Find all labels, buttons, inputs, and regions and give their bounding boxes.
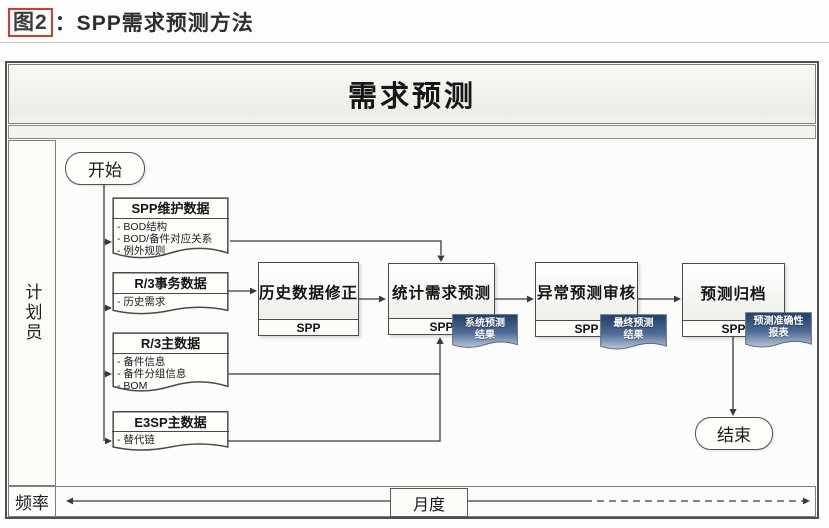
figure-title-text: ：SPP需求预测方法: [54, 12, 254, 35]
process-system-tag: SPP: [259, 319, 358, 335]
process-history-correction: 历史数据修正 SPP: [258, 262, 359, 336]
data-doc-r3-transaction: R/3事务数据 - 历史需求: [112, 272, 229, 320]
output-doc-text: 报表: [768, 327, 789, 339]
data-doc-r3-master: R/3主数据 - 备件信息 - 备件分组信息 - BOM: [112, 332, 229, 400]
doc-title: E3SP主数据: [112, 411, 229, 432]
doc-bullet: - 备件分组信息: [117, 368, 187, 380]
document-shape: [452, 314, 518, 354]
document-shape: [600, 314, 667, 356]
doc-bullet: - BOD/备件对应关系: [117, 233, 213, 245]
end-node: 结束: [695, 417, 773, 450]
doc-title: R/3主数据: [112, 332, 229, 354]
document-shape: [112, 332, 229, 400]
process-label: 统计需求预测: [391, 284, 491, 302]
process-label: 历史数据修正: [259, 284, 359, 302]
data-doc-spp-maintenance: SPP维护数据 - BOD结构 - BOD/备件对应关系 - 例外规则: [112, 197, 229, 267]
doc-bullet: - 例外规则: [117, 245, 166, 257]
diagram-header: 需求预测: [8, 64, 816, 124]
output-doc-text: 最终预测: [613, 318, 654, 329]
start-node: 开始: [65, 152, 145, 185]
doc-title: SPP维护数据: [112, 197, 229, 219]
swimlane-frequency-label: 频率: [9, 487, 56, 516]
frequency-value-box: 月度: [390, 488, 468, 517]
process-label: 异常预测审核: [536, 285, 636, 302]
doc-bullet: - 备件信息: [117, 356, 166, 368]
doc-bullet: - 历史需求: [117, 296, 166, 308]
header-subrow: [8, 125, 816, 139]
data-doc-e3sp-master: E3SP主数据 - 替代链: [112, 411, 229, 456]
document-shape: [745, 312, 812, 354]
swimlane-planner-label: 计划员: [8, 140, 56, 486]
output-doc-text: 预测准确性: [753, 316, 804, 327]
document-shape: [112, 197, 229, 267]
doc-title: R/3事务数据: [112, 272, 229, 294]
title-divider: [0, 42, 829, 43]
document-shape: [112, 411, 229, 456]
doc-bullet: - 替代链: [117, 434, 155, 446]
output-doc-system-forecast: 系统预测 结果: [452, 314, 518, 354]
output-doc-text: 系统预测: [465, 318, 505, 329]
output-doc-accuracy-report: 预测准确性 报表: [745, 312, 812, 354]
output-doc-text: 结果: [623, 329, 644, 341]
process-label: 预测归档: [700, 285, 767, 303]
doc-bullet: - BOD结构: [117, 221, 168, 233]
doc-bullet: - BOM: [117, 380, 148, 392]
output-doc-final-forecast: 最终预测 结果: [600, 314, 667, 356]
output-doc-text: 结果: [475, 329, 495, 341]
figure-title: 图2 ：SPP需求预测方法: [8, 7, 254, 37]
figure-number-badge: 图2: [8, 7, 53, 37]
